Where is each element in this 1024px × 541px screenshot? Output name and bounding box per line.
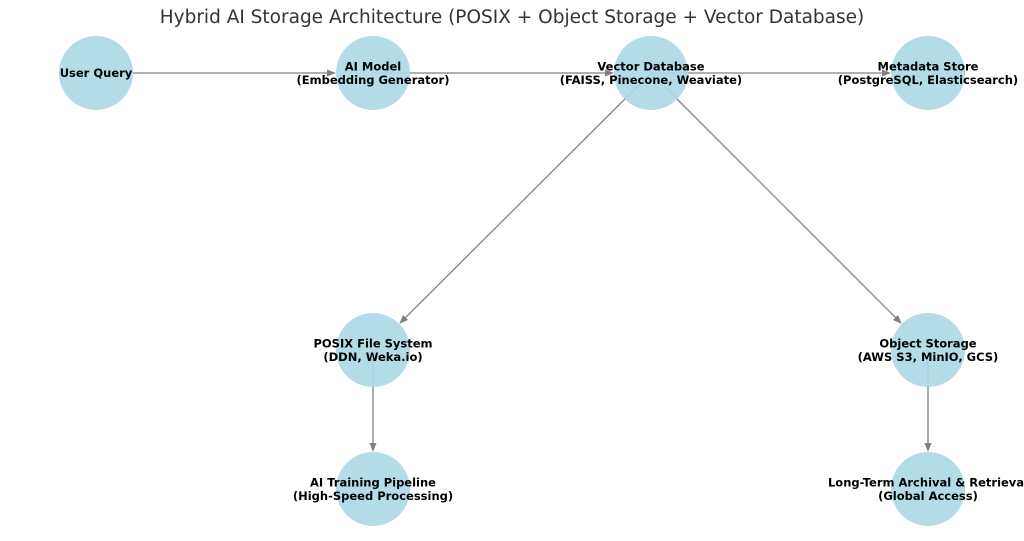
node-label-title: AI Model [345, 59, 402, 73]
diagram-title: Hybrid AI Storage Architecture (POSIX + … [160, 7, 865, 28]
node-archival [891, 452, 965, 526]
node-posix-fs [336, 313, 410, 387]
node-ai-model [336, 36, 410, 110]
node-label-ai-model: AI Model(Embedding Generator) [297, 59, 450, 87]
node-label-title: Vector Database [597, 59, 704, 73]
arrow-head-icon [327, 69, 336, 77]
node-label-subtitle: (AWS S3, MinIO, GCS) [858, 350, 999, 364]
edge-line [405, 72, 652, 318]
node-label-subtitle: (DDN, Weka.io) [323, 350, 422, 364]
node-label-title: Object Storage [879, 336, 976, 350]
edges-layer [96, 69, 932, 452]
node-label-subtitle: (PostgreSQL, Elasticsearch) [838, 73, 1018, 87]
node-label-object-storage: Object Storage(AWS S3, MinIO, GCS) [858, 336, 999, 364]
node-label-title: Long-Term Archival & Retrieval [828, 475, 1024, 489]
node-label-title: User Query [60, 66, 133, 80]
node-label-subtitle: (Embedding Generator) [297, 73, 450, 87]
node-label-title: POSIX File System [313, 336, 432, 350]
node-object-storage [891, 313, 965, 387]
arrow-head-icon [924, 443, 932, 452]
edge-vector_db-to-metadata_store [651, 69, 891, 77]
arrow-head-icon [369, 443, 377, 452]
node-label-vector-db: Vector Database(FAISS, Pinecone, Weaviat… [560, 59, 742, 87]
node-label-title: AI Training Pipeline [310, 475, 436, 489]
node-label-metadata-store: Metadata Store(PostgreSQL, Elasticsearch… [838, 59, 1018, 87]
node-label-archival: Long-Term Archival & Retrieval(Global Ac… [828, 475, 1024, 503]
edge-user_query-to-ai_model [96, 69, 336, 77]
node-label-posix-fs: POSIX File System(DDN, Weka.io) [313, 336, 432, 364]
arrow-head-icon [605, 69, 614, 77]
edge-ai_model-to-vector_db [373, 69, 614, 77]
node-label-title: Metadata Store [878, 59, 979, 73]
node-metadata-store [891, 36, 965, 110]
node-user-query [59, 36, 133, 110]
edge-vector_db-to-object_storage [650, 72, 902, 324]
node-training-pipeline [336, 452, 410, 526]
arrow-head-icon [892, 314, 902, 324]
edge-vector_db-to-posix_fs [399, 72, 652, 324]
node-vector-db [614, 36, 688, 110]
node-label-subtitle: (Global Access) [878, 489, 978, 503]
edge-line [650, 72, 896, 318]
arrow-head-icon [399, 315, 409, 324]
node-label-user-query: User Query [60, 66, 133, 80]
nodes-layer: User Query AI Model(Embedding Generator) V… [59, 36, 1024, 526]
node-label-training-pipeline: AI Training Pipeline(High-Speed Processi… [293, 475, 453, 503]
node-label-subtitle: (FAISS, Pinecone, Weaviate) [560, 73, 742, 87]
arrow-head-icon [882, 69, 891, 77]
node-label-subtitle: (High-Speed Processing) [293, 489, 453, 503]
